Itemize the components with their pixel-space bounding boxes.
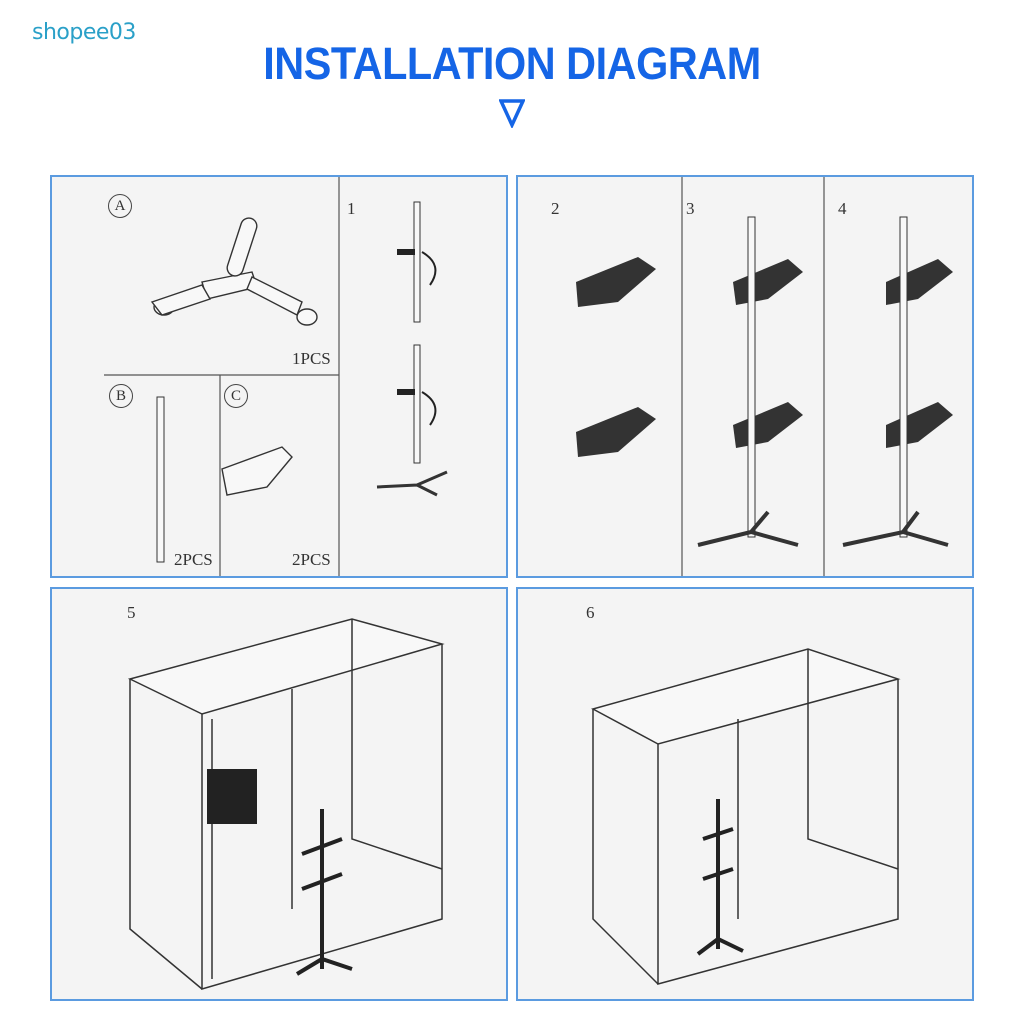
- down-triangle-icon: [499, 99, 525, 128]
- part-c-qty: 2PCS: [292, 550, 331, 569]
- part-b-qty: 2PCS: [174, 550, 213, 569]
- part-b-label: B: [109, 384, 133, 408]
- steps-2-4-panel: 2 3 4: [516, 175, 974, 578]
- watermark: shopee03: [32, 20, 136, 45]
- step-1-label: 1: [347, 199, 356, 218]
- page-title: INSTALLATION DIAGRAM: [263, 38, 761, 89]
- parts-panel: A 1PCS B 2PCS C 2PCS 1: [50, 175, 508, 578]
- step-6-panel: 6: [516, 587, 974, 1001]
- parts-illustration: [104, 177, 448, 576]
- part-a-label: A: [108, 194, 132, 218]
- step-4-label: 4: [838, 199, 847, 218]
- case-install-illustration: [127, 618, 445, 990]
- step-6-label: 6: [586, 603, 595, 622]
- step-5-label: 5: [127, 603, 136, 622]
- part-c-label: C: [224, 384, 248, 408]
- part-a-qty: 1PCS: [292, 349, 331, 368]
- step-5-panel: 5: [50, 587, 508, 1001]
- case-installed-illustration: [591, 648, 901, 985]
- step-2-label: 2: [551, 199, 560, 218]
- step-3-label: 3: [686, 199, 695, 218]
- steps-illustration: [576, 177, 953, 576]
